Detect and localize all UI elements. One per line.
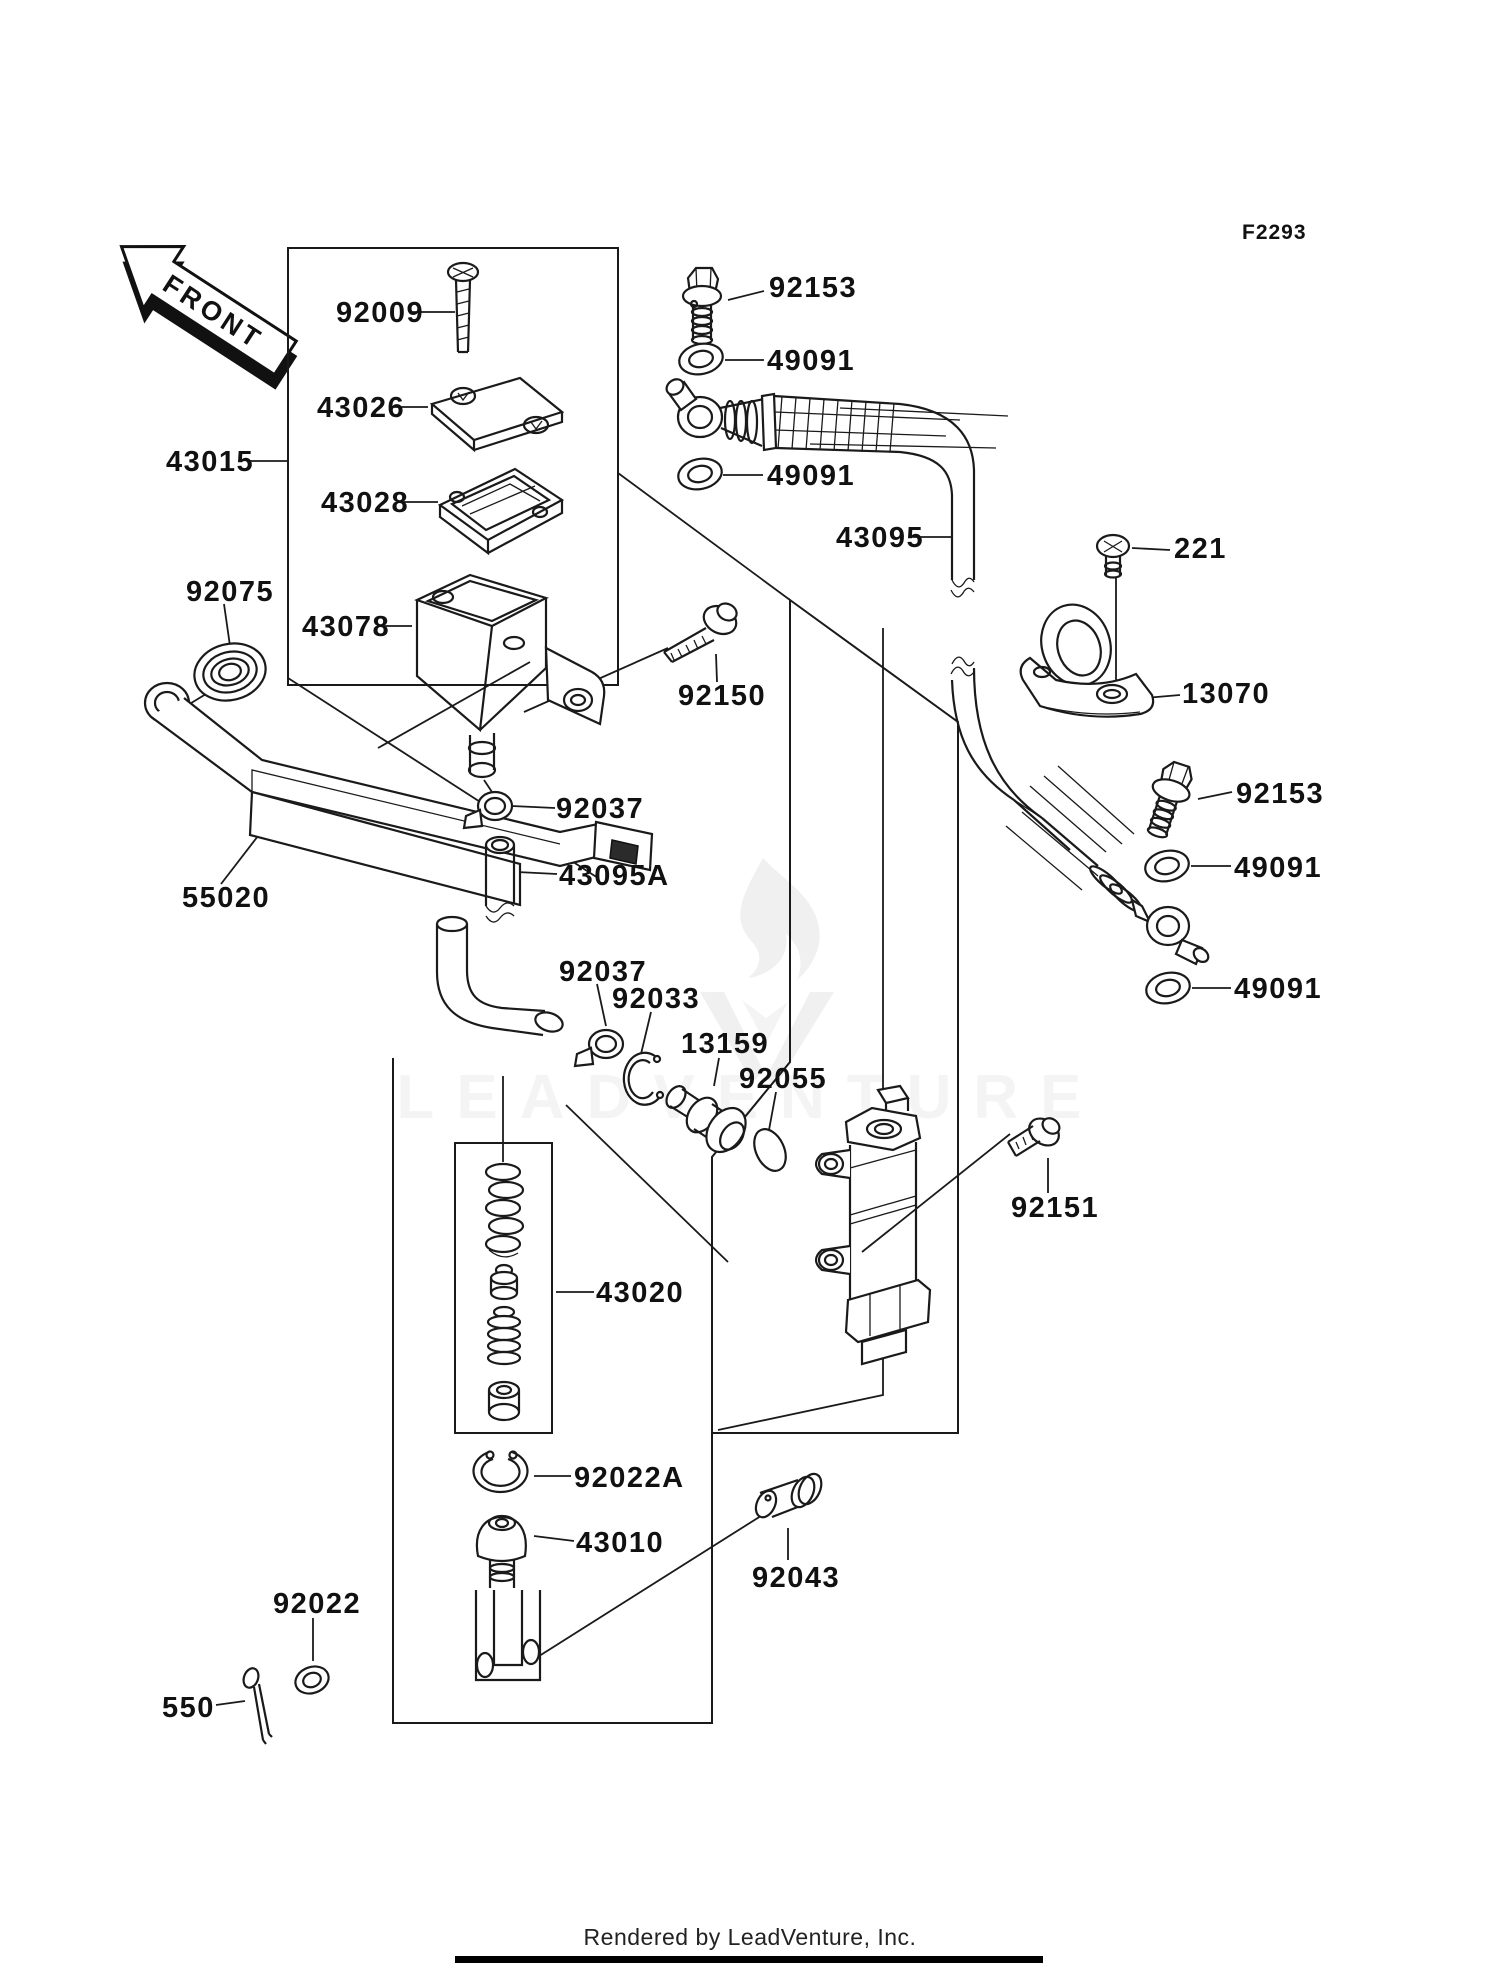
reservoir-cap-drawing xyxy=(429,376,565,453)
part-labels: 92009 43026 43015 43028 92075 43078 5502… xyxy=(162,272,1324,1724)
part-label-92151[interactable]: 92151 xyxy=(1011,1192,1099,1224)
footer-credit: Rendered by LeadVenture, Inc. xyxy=(584,1924,917,1950)
part-label-92150[interactable]: 92150 xyxy=(678,680,766,712)
part-label-92153-2[interactable]: 92153 xyxy=(1236,778,1324,810)
part-label-13070[interactable]: 13070 xyxy=(1182,678,1270,710)
banjo-washer-4-drawing xyxy=(1145,971,1191,1005)
pushrod-assembly-box xyxy=(392,1058,713,1724)
circlip-drawing xyxy=(622,1051,665,1106)
clevis-pin-drawing xyxy=(754,1472,823,1519)
hose-clamp-lower-drawing xyxy=(573,1028,625,1068)
banjo-washer-2-drawing xyxy=(677,457,723,491)
part-label-49091-4[interactable]: 49091 xyxy=(1234,973,1322,1005)
part-label-92075[interactable]: 92075 xyxy=(186,576,274,608)
part-label-92153-1[interactable]: 92153 xyxy=(769,272,857,304)
part-label-43028[interactable]: 43028 xyxy=(321,487,409,519)
reservoir-hose-straight-drawing xyxy=(484,835,516,923)
master-cylinder-body-drawing xyxy=(814,1084,932,1366)
part-label-43078[interactable]: 43078 xyxy=(302,611,390,643)
part-label-43020[interactable]: 43020 xyxy=(596,1277,684,1309)
reservoir-cap-screw-drawing xyxy=(446,261,480,354)
part-label-43026[interactable]: 43026 xyxy=(317,392,405,424)
banjo-bolt-top-drawing xyxy=(681,266,723,346)
part-label-92043[interactable]: 92043 xyxy=(752,1562,840,1594)
pushrod-circlip-drawing xyxy=(472,1450,529,1494)
part-label-92055[interactable]: 92055 xyxy=(739,1063,827,1095)
pushrod-drawing xyxy=(474,1514,542,1682)
hose-clamp-upper-drawing xyxy=(462,790,514,830)
hose-holder-clamp-drawing xyxy=(1019,603,1155,718)
banjo-washer-1-drawing xyxy=(678,342,724,376)
figure-code: F2293 xyxy=(1242,221,1307,244)
part-label-43015[interactable]: 43015 xyxy=(166,446,254,478)
front-direction-arrow: FRONT xyxy=(119,244,299,390)
bracket-drawing xyxy=(143,681,654,907)
reservoir-assembly-box xyxy=(287,247,619,686)
banjo-bolt-lower-drawing xyxy=(1146,760,1193,839)
footer-bottom-bar xyxy=(455,1956,1043,1963)
clamp-screw-drawing xyxy=(1095,533,1131,579)
part-label-49091-3[interactable]: 49091 xyxy=(1234,852,1322,884)
watermark-flame-icon xyxy=(740,858,820,980)
part-label-92009[interactable]: 92009 xyxy=(336,297,424,329)
part-label-55020[interactable]: 55020 xyxy=(182,882,270,914)
brake-hose-drawing xyxy=(665,378,1210,966)
part-label-13159[interactable]: 13159 xyxy=(681,1028,769,1060)
part-label-43095A[interactable]: 43095A xyxy=(559,860,670,892)
reservoir-diaphragm-drawing xyxy=(437,467,565,556)
part-label-92033[interactable]: 92033 xyxy=(612,983,700,1015)
part-label-49091-1[interactable]: 49091 xyxy=(767,345,855,377)
part-label-92037-1[interactable]: 92037 xyxy=(556,793,644,825)
piston-kit-drawing xyxy=(484,1162,525,1422)
cylinder-mount-bolt-drawing xyxy=(1007,1117,1061,1157)
part-label-92037-2[interactable]: 92037 xyxy=(559,956,647,988)
cotter-pin-drawing xyxy=(242,1667,273,1745)
o-ring-drawing xyxy=(753,1128,787,1172)
reservoir-mount-bolt-drawing xyxy=(663,602,738,663)
part-label-92022A[interactable]: 92022A xyxy=(574,1462,685,1494)
reservoir-hose-elbow-drawing xyxy=(435,915,564,1037)
reservoir-body-drawing xyxy=(414,573,606,779)
part-label-49091-2[interactable]: 49091 xyxy=(767,460,855,492)
clevis-washer-drawing xyxy=(294,1665,330,1695)
part-label-221[interactable]: 221 xyxy=(1174,533,1227,565)
leader-lines xyxy=(182,290,1233,1706)
damper-grommet-drawing xyxy=(193,642,267,702)
part-label-92022[interactable]: 92022 xyxy=(273,1588,361,1620)
part-label-43095[interactable]: 43095 xyxy=(836,522,924,554)
joint-fitting-drawing xyxy=(665,1085,747,1154)
part-label-550[interactable]: 550 xyxy=(162,1692,215,1724)
part-label-43010[interactable]: 43010 xyxy=(576,1527,664,1559)
banjo-washer-3-drawing xyxy=(1144,849,1190,883)
